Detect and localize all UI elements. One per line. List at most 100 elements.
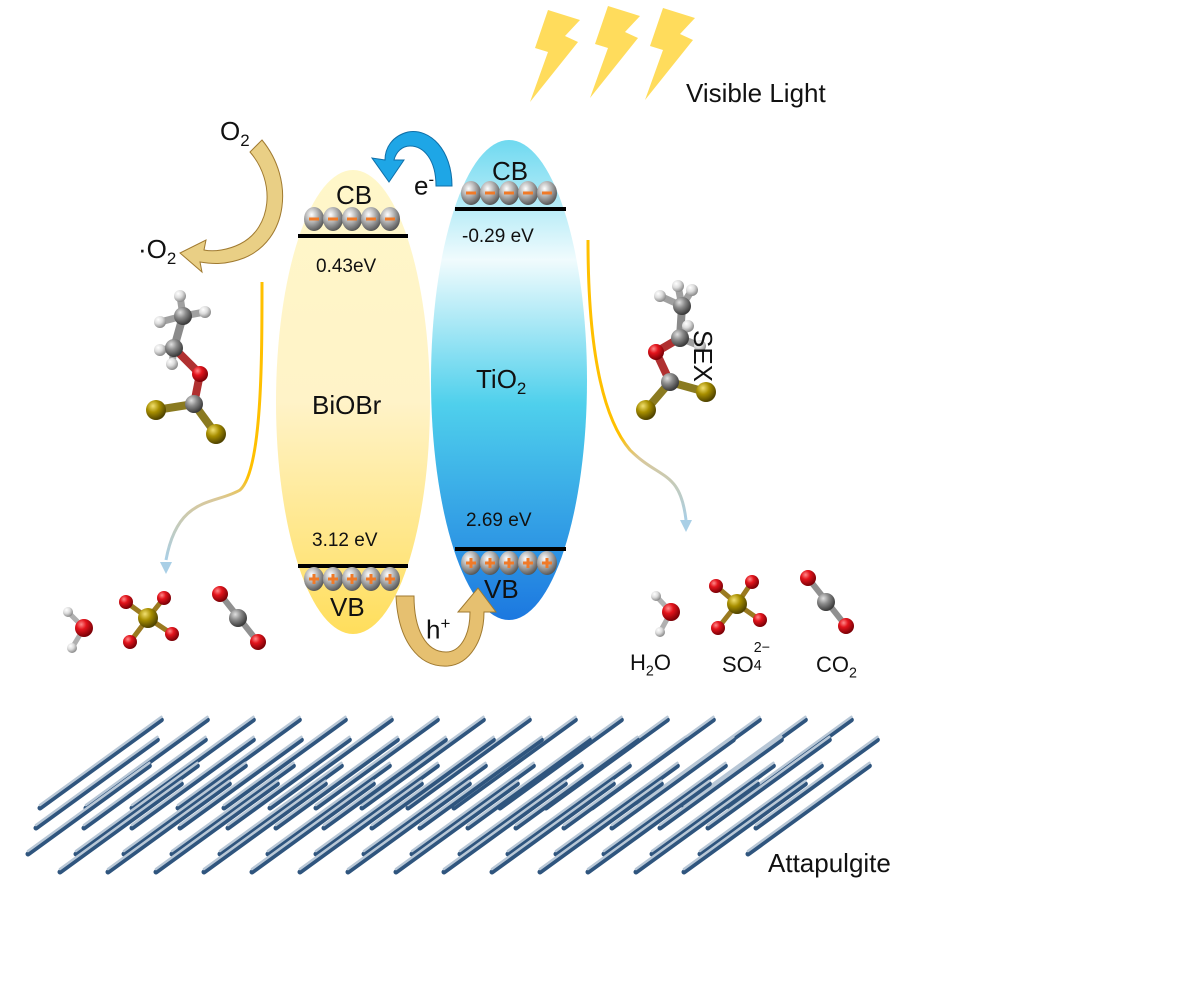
attapulgite-rod bbox=[369, 737, 496, 831]
attapulgite-rod bbox=[221, 717, 348, 811]
electron-transfer-arrow bbox=[370, 131, 453, 187]
attapulgite-rod-highlight bbox=[360, 715, 485, 807]
attapulgite-rod-highlight bbox=[370, 735, 495, 827]
sulfate-molecule-left bbox=[119, 591, 179, 649]
attapulgite-rod bbox=[393, 781, 520, 875]
attapulgite-rod bbox=[513, 737, 640, 831]
attapulgite-rod-highlight bbox=[170, 761, 295, 853]
attapulgite-rod-highlight bbox=[466, 735, 591, 827]
attapulgite-rod bbox=[553, 763, 680, 857]
attapulgite-rod-highlight bbox=[38, 715, 163, 807]
attapulgite-rod-highlight bbox=[362, 761, 487, 853]
attapulgite-rod-highlight bbox=[538, 779, 663, 871]
attapulgite-rod-highlight bbox=[698, 761, 823, 853]
attapulgite-rod-highlight bbox=[314, 715, 439, 807]
attapulgite-rod-highlight bbox=[154, 779, 279, 871]
attapulgite-rod-highlight bbox=[202, 779, 327, 871]
attapulgite-rod-highlight bbox=[226, 735, 351, 827]
attapulgite-rod bbox=[361, 763, 488, 857]
attapulgite-rod-highlight bbox=[634, 779, 759, 871]
attapulgite-rod bbox=[121, 763, 248, 857]
attapulgite-rod bbox=[177, 737, 304, 831]
attapulgite-rod bbox=[249, 781, 376, 875]
attapulgite-rod bbox=[273, 737, 400, 831]
lightning-bolt-icon bbox=[645, 8, 695, 100]
attapulgite-rod bbox=[405, 717, 532, 811]
attapulgite-rod-highlight bbox=[84, 715, 209, 807]
attapulgite-rod-highlight bbox=[82, 735, 207, 827]
attapulgite-rod-highlight bbox=[506, 761, 631, 853]
attapulgite-rod bbox=[25, 763, 152, 857]
tio2-vb-label: VB bbox=[484, 574, 519, 604]
attapulgite-rod bbox=[505, 763, 632, 857]
attapulgite-rod bbox=[37, 717, 164, 811]
attapulgite-rod-highlight bbox=[122, 761, 247, 853]
attapulgite-rod bbox=[633, 781, 760, 875]
attapulgite-rod bbox=[537, 781, 664, 875]
attapulgite-rod bbox=[33, 737, 160, 831]
attapulgite-rod bbox=[657, 737, 784, 831]
tio2-name: TiO2 bbox=[476, 364, 527, 399]
attapulgite-rod-highlight bbox=[250, 779, 375, 871]
water-molecule-right bbox=[651, 591, 680, 637]
attapulgite-rod-highlight bbox=[58, 779, 183, 871]
attapulgite-rod bbox=[451, 717, 578, 811]
attapulgite-rod-highlight bbox=[322, 735, 447, 827]
attapulgite-rod-highlight bbox=[418, 735, 543, 827]
attapulgite-rod-highlight bbox=[610, 735, 735, 827]
tio2-cb-potential: -0.29 eV bbox=[462, 226, 534, 247]
biobr-electrons bbox=[304, 207, 400, 231]
attapulgite-rod bbox=[297, 781, 424, 875]
lightning-bolts bbox=[530, 6, 695, 102]
biobr-holes bbox=[304, 567, 400, 591]
attapulgite-rod-highlight bbox=[222, 715, 347, 807]
biobr-cb-label: CB bbox=[336, 180, 373, 210]
attapulgite-rod bbox=[217, 763, 344, 857]
attapulgite-rod-highlight bbox=[458, 761, 583, 853]
attapulgite-rod-highlight bbox=[650, 761, 775, 853]
water-molecule-left bbox=[63, 607, 93, 653]
attapulgite-rod bbox=[153, 781, 280, 875]
attapulgite-rod-highlight bbox=[298, 779, 423, 871]
attapulgite-rod bbox=[585, 781, 712, 875]
attapulgite-rod-highlight bbox=[658, 735, 783, 827]
tio2-holes bbox=[461, 551, 557, 575]
attapulgite-rod bbox=[105, 781, 232, 875]
attapulgite-rod bbox=[201, 781, 328, 875]
product-h2o-label: H2O bbox=[630, 650, 671, 680]
biobr-vb-label: VB bbox=[330, 592, 365, 622]
attapulgite-rod bbox=[745, 763, 872, 857]
attapulgite-rod-highlight bbox=[406, 715, 531, 807]
biobr-semiconductor bbox=[276, 170, 430, 634]
attapulgite-rod-highlight bbox=[490, 779, 615, 871]
attapulgite-rod-highlight bbox=[746, 761, 871, 853]
hole-transfer-arrow bbox=[395, 587, 497, 667]
attapulgite-rod bbox=[649, 763, 776, 857]
attapulgite-rod-highlight bbox=[586, 779, 711, 871]
attapulgite-rod bbox=[609, 737, 736, 831]
attapulgite-rod bbox=[601, 763, 728, 857]
attapulgite-rod bbox=[457, 763, 584, 857]
attapulgite-rod bbox=[81, 737, 208, 831]
attapulgite-rod-highlight bbox=[176, 715, 301, 807]
attapulgite-rod bbox=[697, 763, 824, 857]
sex-molecule-right bbox=[636, 280, 716, 420]
attapulgite-rod bbox=[129, 737, 256, 831]
tio2-cb-label: CB bbox=[492, 156, 529, 186]
sex-label: SEX bbox=[688, 330, 718, 383]
attapulgite-rod-highlight bbox=[314, 761, 439, 853]
attapulgite-rod-highlight bbox=[442, 779, 567, 871]
attapulgite-rod bbox=[753, 737, 880, 831]
attapulgite-rod-highlight bbox=[682, 779, 807, 871]
biobr-vb-potential: 3.12 eV bbox=[312, 530, 378, 551]
attapulgite-rod bbox=[681, 781, 808, 875]
product-co2-label: CO2 bbox=[816, 652, 857, 682]
attapulgite-rod-highlight bbox=[754, 735, 879, 827]
attapulgite-rod bbox=[489, 781, 616, 875]
attapulgite-rod bbox=[265, 763, 392, 857]
co2-molecule-right bbox=[800, 570, 854, 634]
tio2-electrons bbox=[461, 181, 557, 205]
attapulgite-rod bbox=[497, 717, 624, 811]
